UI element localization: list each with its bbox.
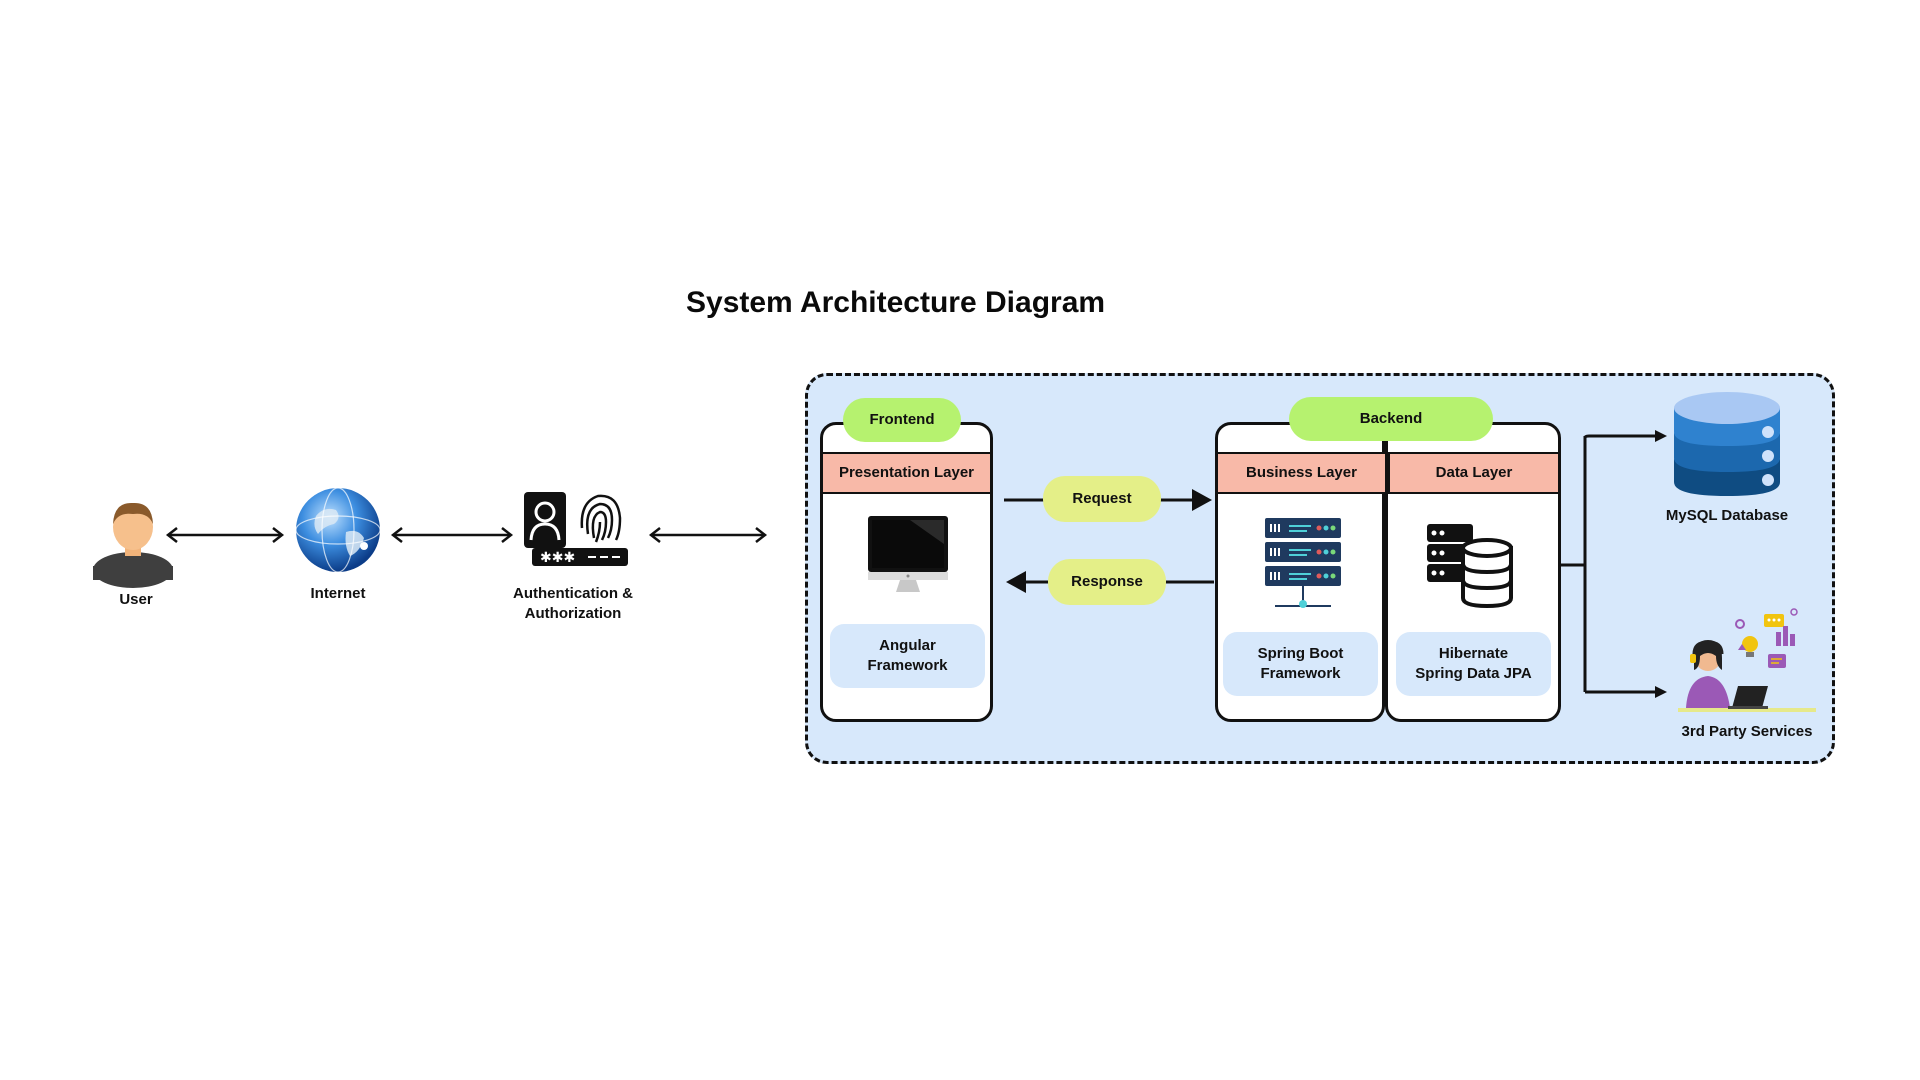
- backend-badge: Backend: [1289, 397, 1493, 441]
- auth-label-line1: Authentication &: [513, 585, 633, 602]
- hibernate-label-line1: Hibernate: [1438, 645, 1509, 662]
- database-cylinder-icon: [1427, 524, 1513, 609]
- backend-external-connector: [1561, 430, 1667, 698]
- angular-label-line1: Angular: [879, 637, 936, 654]
- spring-boot-label-line2: Framework: [1260, 665, 1341, 682]
- spring-boot-box: Spring Boot Framework: [1223, 632, 1378, 696]
- auth-label-line2: Authorization: [524, 605, 622, 622]
- presentation-layer-header: Presentation Layer: [823, 452, 990, 494]
- fingerprint-auth-icon: ✱✱✱: [524, 492, 628, 566]
- hibernate-label-line2: Spring Data JPA: [1415, 665, 1532, 682]
- server-rack-icon: [1265, 518, 1341, 608]
- bidirectional-arrow-icon: [648, 527, 768, 543]
- bidirectional-arrow-icon: [165, 527, 285, 543]
- user-label: User: [119, 591, 153, 608]
- diagram-title: System Architecture Diagram: [686, 286, 1106, 319]
- user-icon: [93, 502, 173, 588]
- internet-label: Internet: [310, 585, 366, 602]
- response-label: Response: [1048, 559, 1166, 605]
- angular-framework-box: Angular Framework: [830, 624, 985, 688]
- angular-label-line2: Framework: [867, 657, 948, 674]
- third-party-label: 3rd Party Services: [1681, 723, 1813, 740]
- mysql-label: MySQL Database: [1665, 507, 1789, 524]
- hibernate-box: Hibernate Spring Data JPA: [1396, 632, 1551, 696]
- business-layer-header: Business Layer: [1218, 452, 1385, 494]
- bidirectional-arrow-icon: [390, 527, 514, 543]
- frontend-badge: Frontend: [843, 398, 961, 442]
- third-party-services-icon: [1678, 608, 1816, 712]
- svg-text:✱✱✱: ✱✱✱: [540, 550, 575, 566]
- request-label: Request: [1043, 476, 1161, 522]
- globe-icon: [295, 487, 381, 573]
- spring-boot-label-line1: Spring Boot: [1257, 645, 1344, 662]
- mysql-database-icon: [1674, 392, 1780, 496]
- monitor-icon: [868, 516, 948, 592]
- data-layer-header: Data Layer: [1388, 452, 1558, 494]
